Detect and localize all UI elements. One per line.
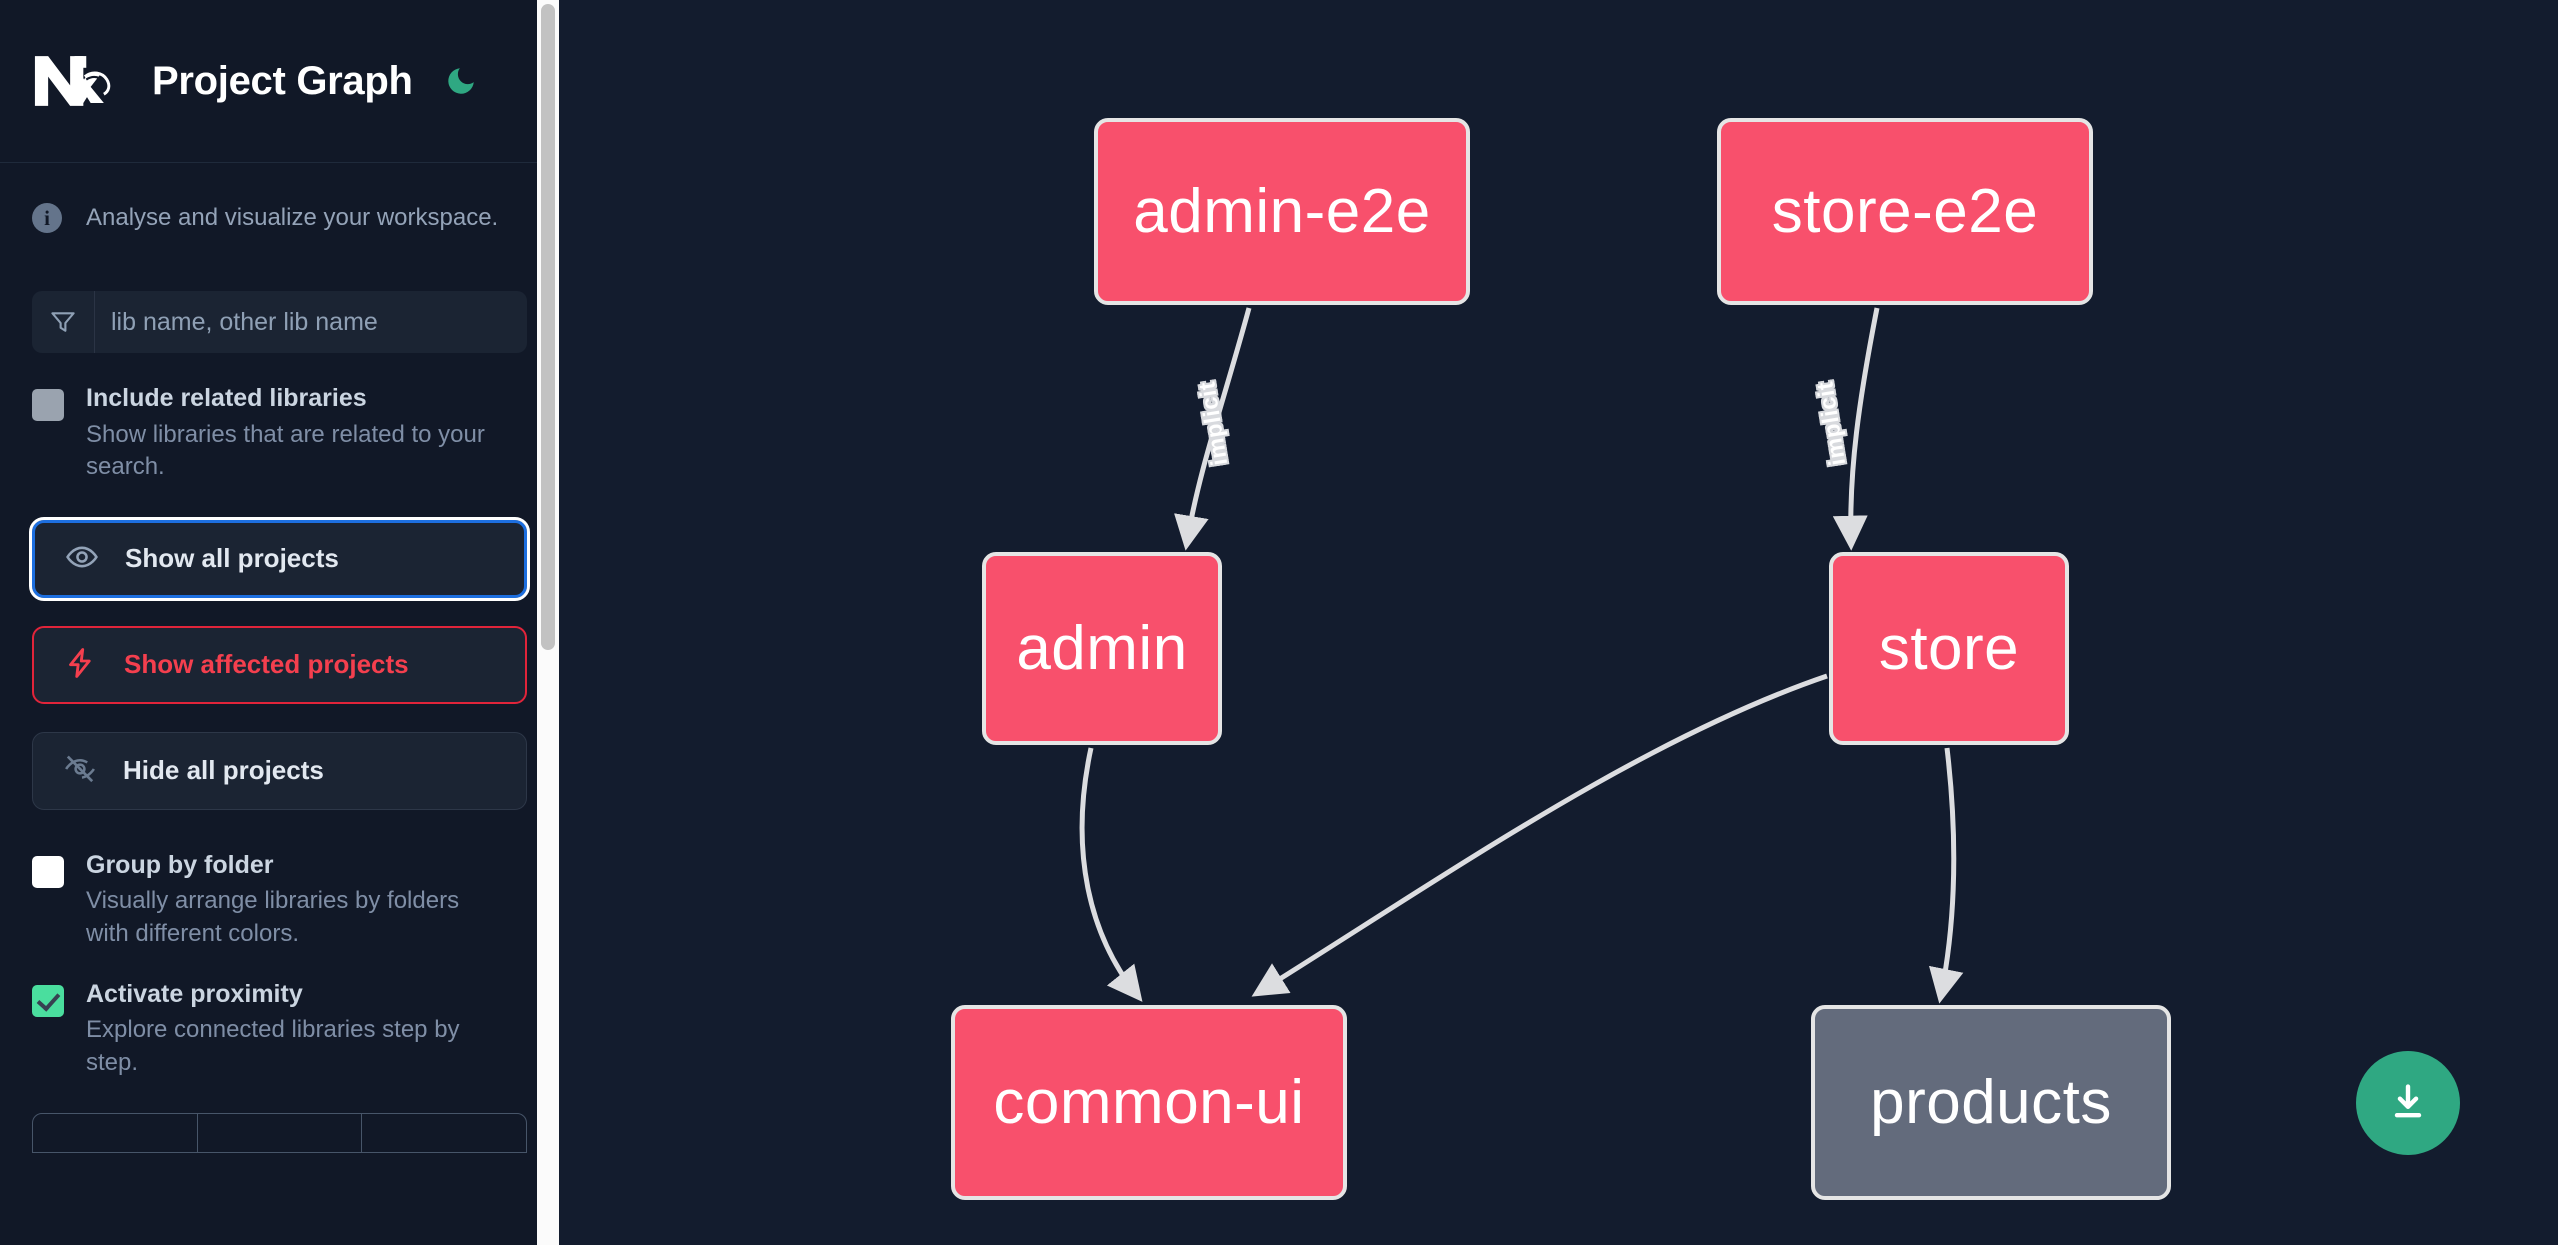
option-description: Visually arrange libraries by folders wi… [86, 887, 460, 947]
lightning-icon [64, 646, 98, 683]
sidebar-content: Project Graph i Analyse and visualize yo… [0, 0, 559, 1154]
sidebar-scrollbar-thumb[interactable] [541, 4, 555, 650]
option-label: Include related libraries [86, 384, 367, 412]
hide-all-projects-button[interactable]: Hide all projects [32, 731, 527, 810]
sidebar-scrollbar-track[interactable] [537, 0, 559, 1245]
checkbox-activate-proximity[interactable] [32, 984, 64, 1017]
segment-option-1[interactable] [33, 1114, 198, 1153]
graph-node-admin-e2e[interactable]: admin-e2e [1094, 118, 1470, 305]
moon-icon[interactable] [439, 59, 483, 103]
node-label: admin-e2e [1133, 177, 1431, 246]
graph-canvas[interactable]: admin-e2e store-e2e admin store common-u… [559, 0, 2558, 1245]
tagline-text: Analyse and visualize your workspace. [86, 204, 499, 231]
graph-node-store-e2e[interactable]: store-e2e [1717, 118, 2093, 305]
graph-node-common-ui[interactable]: common-ui [951, 1005, 1347, 1200]
node-label: products [1870, 1068, 2112, 1137]
info-icon: i [32, 203, 62, 233]
edge-admin-to-common-ui [1079, 747, 1143, 1002]
option-activate-proximity: Activate proximity Explore connected lib… [0, 951, 559, 1080]
filter-funnel-icon [32, 291, 95, 353]
graph-node-store[interactable]: store [1829, 552, 2069, 745]
filter-box [32, 291, 527, 353]
segment-option-2[interactable] [198, 1114, 363, 1153]
node-label: store [1878, 614, 2020, 683]
checkbox-include-related-libraries[interactable] [32, 389, 64, 421]
checkbox-group-by-folder[interactable] [32, 855, 64, 888]
option-description: Explore connected libraries step by step… [86, 1016, 460, 1076]
edge-admin-e2e-to-admin [1174, 307, 1252, 551]
edge-store-to-products [1928, 747, 1964, 1004]
segment-option-3[interactable] [362, 1114, 526, 1152]
graph-node-products[interactable]: products [1811, 1005, 2171, 1200]
graph-edges [1079, 307, 1964, 1004]
sidebar: Project Graph i Analyse and visualize yo… [0, 0, 559, 1245]
show-all-projects-button[interactable]: Show all projects [29, 516, 530, 601]
filter-section [0, 245, 559, 353]
eye-off-icon [63, 752, 97, 789]
option-include-related-libraries: Include related libraries Show libraries… [0, 353, 559, 484]
node-label: store-e2e [1771, 177, 2039, 246]
show-affected-projects-button[interactable]: Show affected projects [32, 625, 527, 704]
edge-store-e2e-to-store [1832, 307, 1880, 551]
eye-icon [65, 540, 99, 577]
button-label: Show affected projects [124, 649, 409, 680]
button-label: Show all projects [125, 543, 339, 574]
edge-store-to-common-ui [1251, 673, 1828, 997]
option-label: Group by folder [86, 850, 274, 879]
info-glyph: i [44, 205, 50, 230]
nx-logo-icon [32, 51, 120, 111]
button-label: Hide all projects [123, 755, 324, 786]
search-input[interactable] [95, 291, 527, 353]
sidebar-header: Project Graph [0, 0, 559, 163]
page-title: Project Graph [152, 58, 413, 103]
node-label: common-ui [993, 1068, 1305, 1137]
graph-node-admin[interactable]: admin [982, 552, 1222, 745]
node-label: admin [1016, 614, 1188, 683]
option-label: Activate proximity [86, 979, 303, 1008]
download-icon [2386, 1080, 2430, 1127]
download-graph-button[interactable] [2356, 1051, 2460, 1155]
segmented-control[interactable] [32, 1113, 527, 1154]
view-actions: Show all projects Show affected projects [0, 484, 559, 810]
option-description: Show libraries that are related to your … [86, 420, 485, 481]
option-group-by-folder: Group by folder Visually arrange librari… [0, 838, 559, 951]
tagline: i Analyse and visualize your workspace. [0, 163, 559, 245]
